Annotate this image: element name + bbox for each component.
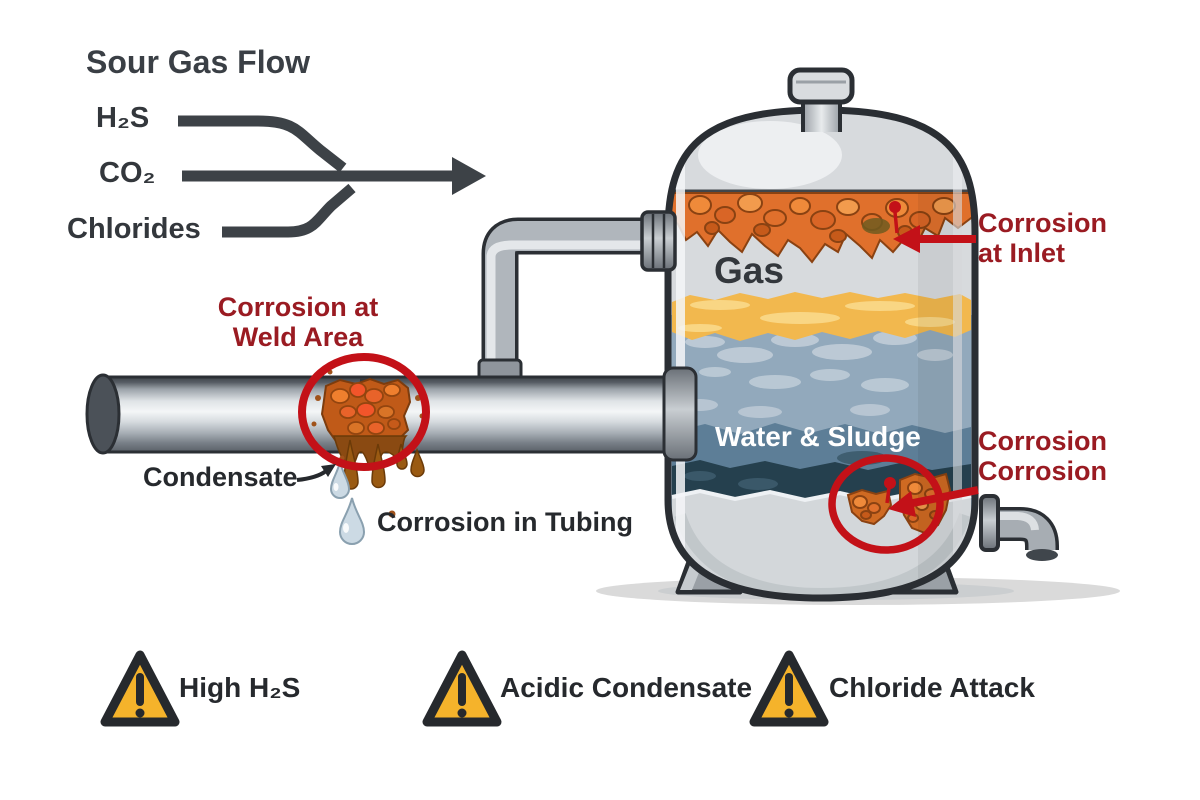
- inlet-line-pipe: [477, 210, 677, 384]
- vessel-top-nozzle: [787, 67, 855, 132]
- weld-corrosion-label: Corrosion at Weld Area: [217, 292, 379, 353]
- warning-icon: [749, 650, 829, 727]
- warning-icons: [100, 650, 829, 727]
- water-sludge-label: Water & Sludge: [715, 421, 921, 452]
- bottom-arrow: [888, 486, 979, 517]
- droplet-icon: [338, 497, 366, 545]
- warning-icon: [100, 650, 180, 727]
- weld-highlight-circle: [298, 353, 430, 471]
- inlet-corrosion-label: Corrosion at Inlet: [978, 208, 1108, 269]
- inlet-arrow: [893, 225, 976, 253]
- annotation-graphics: [296, 201, 979, 554]
- condensate-arrow: [296, 464, 336, 482]
- warning-label-acidic-condensate: Acidic Condensate: [500, 672, 753, 703]
- flow-input-co2: CO₂: [99, 157, 156, 189]
- condensate-droplets: [329, 461, 366, 545]
- inlet-coupling: [640, 210, 677, 272]
- pipe-vessel-coupling: [662, 366, 698, 462]
- flow-arrowhead: [452, 157, 486, 195]
- flow-diagram-title: Sour Gas Flow: [86, 44, 311, 80]
- separator-vessel: [664, 67, 979, 602]
- flow-input-chlorides: Chlorides: [67, 213, 201, 245]
- inlet-pin: [889, 201, 901, 234]
- drain-outlet-pipe: [979, 494, 1059, 561]
- gas-layer-label: Gas: [714, 250, 784, 291]
- flow-input-h2s: H₂S: [96, 102, 150, 134]
- bottom-highlight-circle: [828, 454, 944, 554]
- chlorides-line: [222, 183, 356, 238]
- warning-label-high-h2s: High H₂S: [179, 672, 301, 703]
- tubing-corrosion-label: Corrosion in Tubing: [377, 507, 633, 537]
- condensate-label: Condensate: [143, 462, 298, 492]
- pipe-end-cap: [85, 373, 121, 455]
- h2s-line: [178, 115, 347, 173]
- bottom-pin: [884, 477, 896, 504]
- bottom-corrosion-label: Corrosion Corrosion: [978, 426, 1108, 487]
- sour-gas-flow-arrows: [178, 115, 486, 238]
- warning-icon: [422, 650, 502, 727]
- warning-label-chloride-attack: Chloride Attack: [829, 672, 1035, 703]
